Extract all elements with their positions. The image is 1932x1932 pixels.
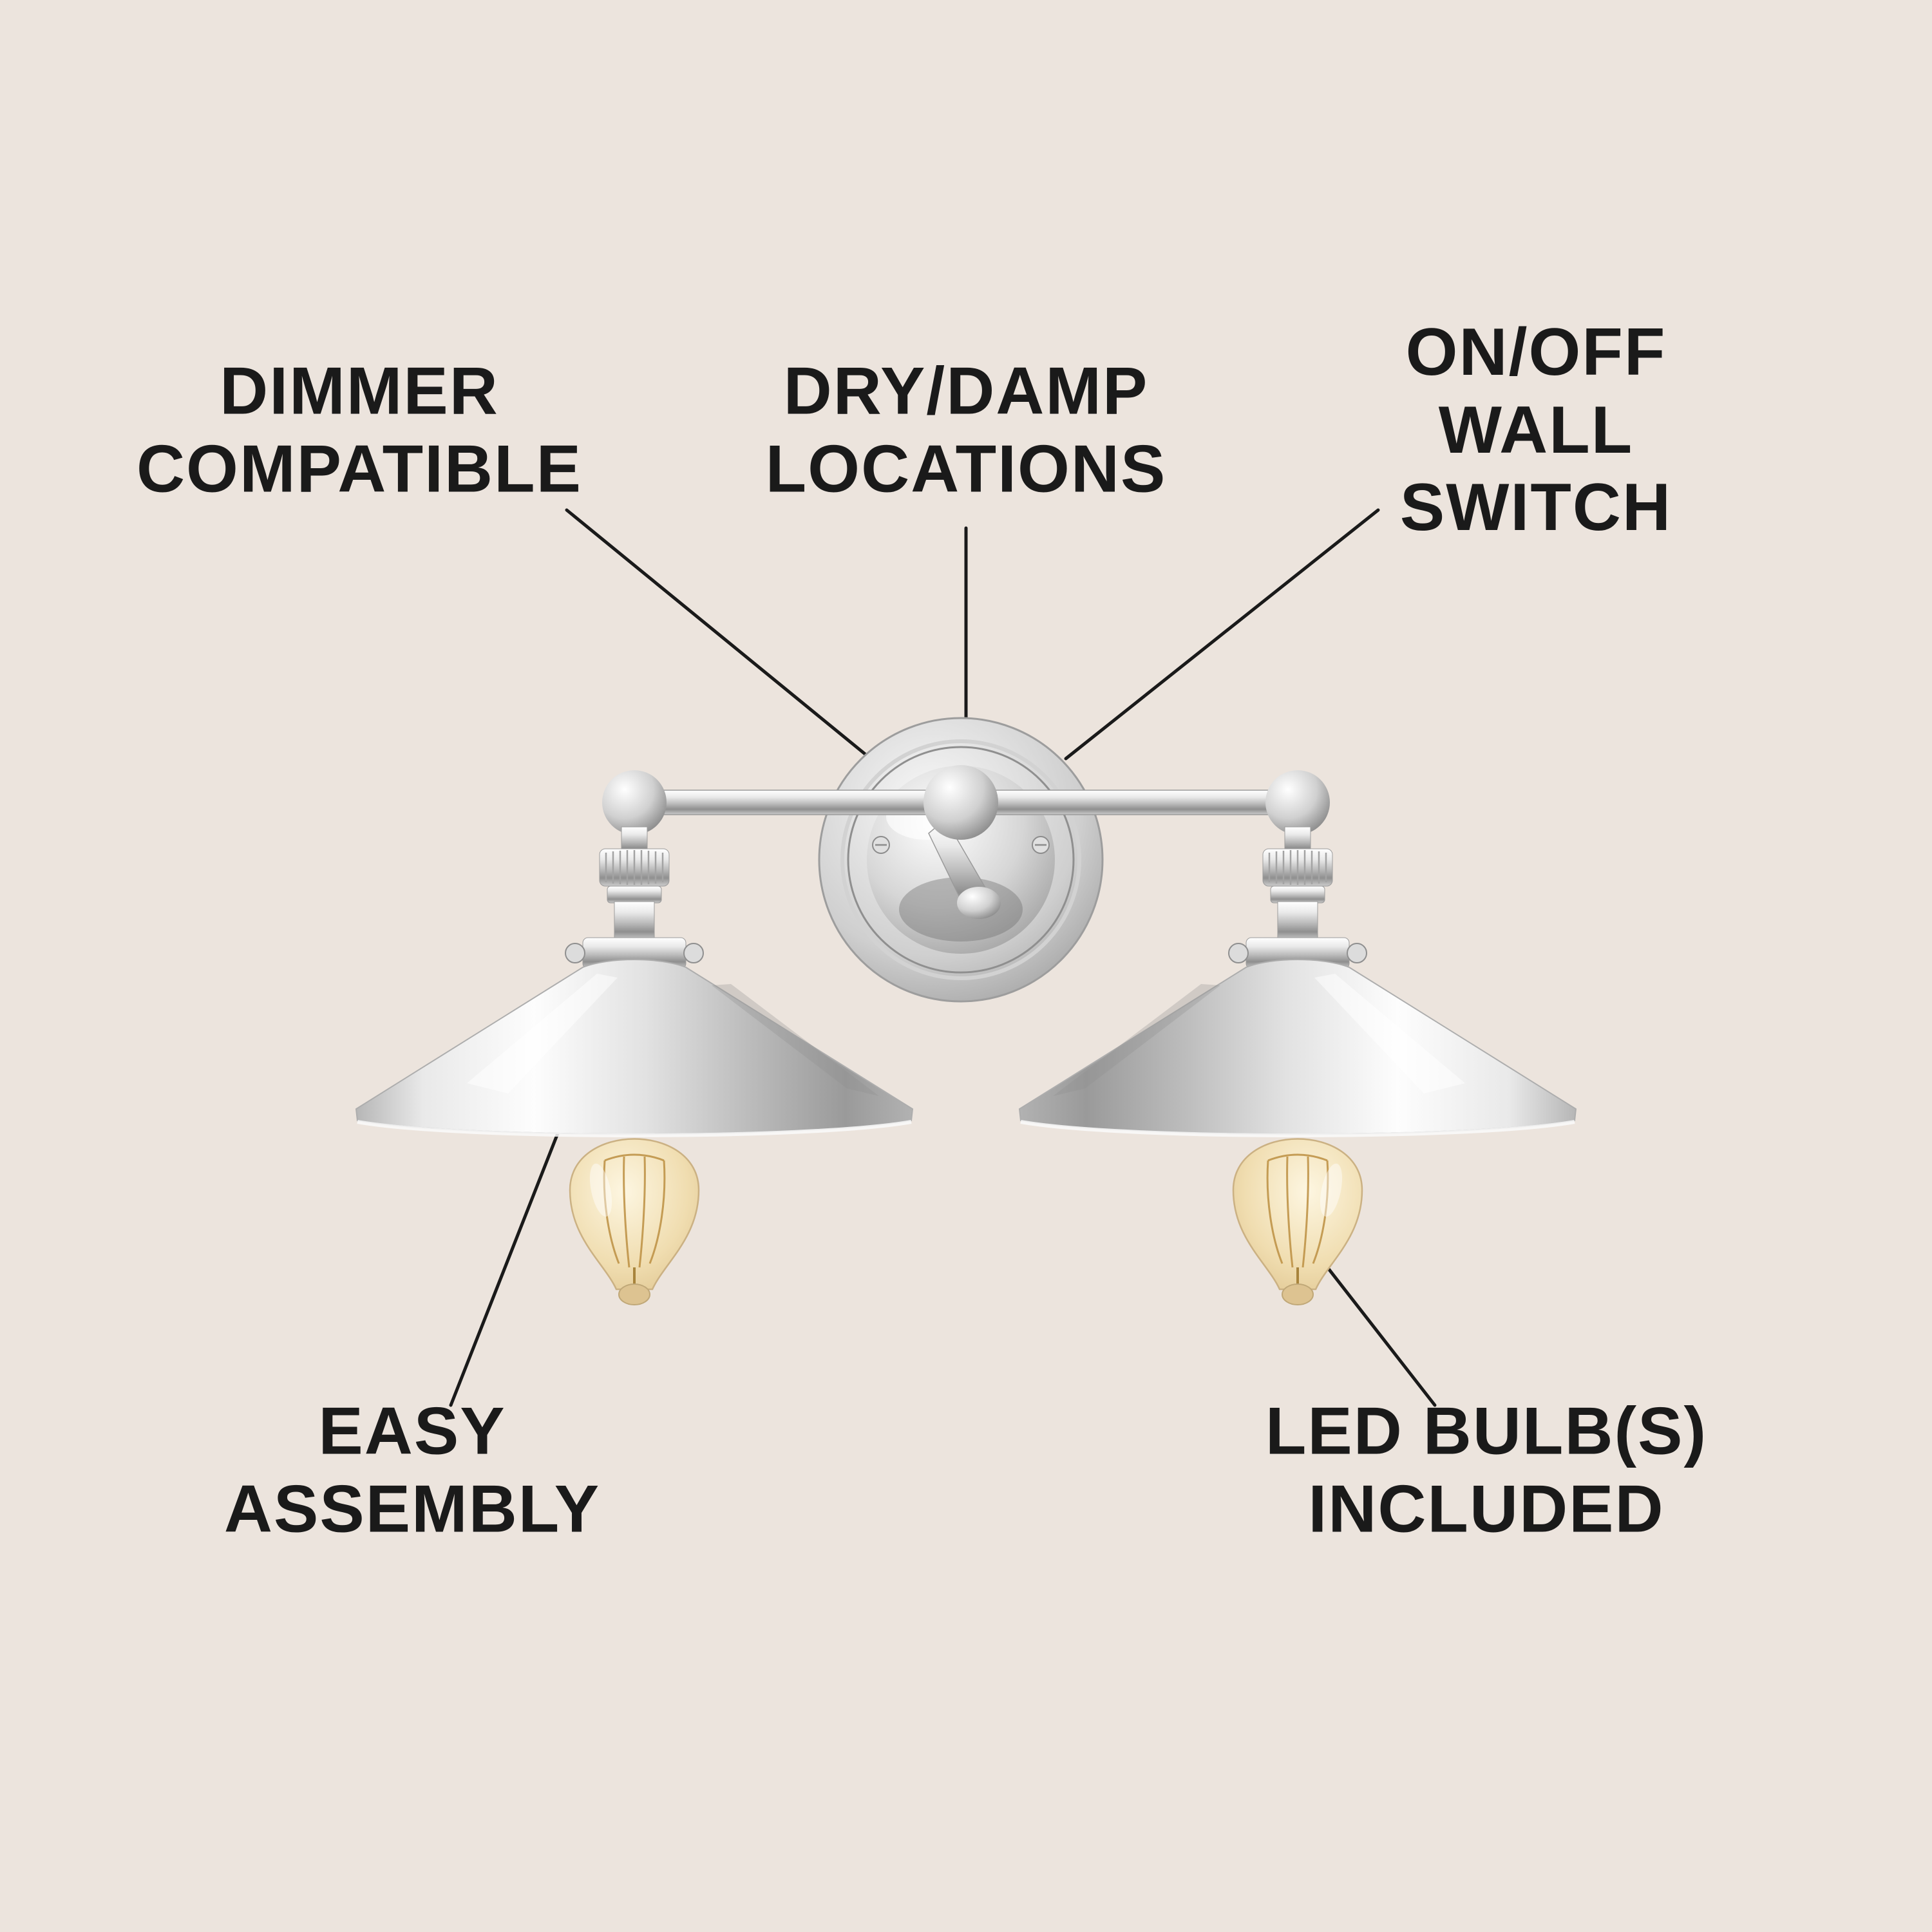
callout-label-led-bulbs-included: LED BULB(S) INCLUDED xyxy=(1265,1394,1708,1546)
callout-label-dimmer-compatible: DIMMER COMPATIBLE xyxy=(136,354,583,506)
callout-label-on-off-wall-switch: ON/OFF WALL SWITCH xyxy=(1399,315,1672,545)
bar-end-ball-left xyxy=(602,770,667,835)
right-lamp xyxy=(1019,827,1576,1305)
bar-end-ball-right xyxy=(1265,770,1330,835)
mounting-screws xyxy=(872,836,1050,854)
callout-line-dimmer xyxy=(565,508,873,761)
bar-center-ball xyxy=(923,765,998,840)
callout-label-dry-damp-locations: DRY/DAMP LOCATIONS xyxy=(765,354,1167,506)
callout-line-assembly xyxy=(449,1132,560,1407)
callout-label-easy-assembly: EASY ASSEMBLY xyxy=(223,1394,601,1546)
callout-line-switch xyxy=(1064,508,1380,761)
callout-lines xyxy=(449,508,1437,1407)
mounting-bar xyxy=(602,765,1330,919)
